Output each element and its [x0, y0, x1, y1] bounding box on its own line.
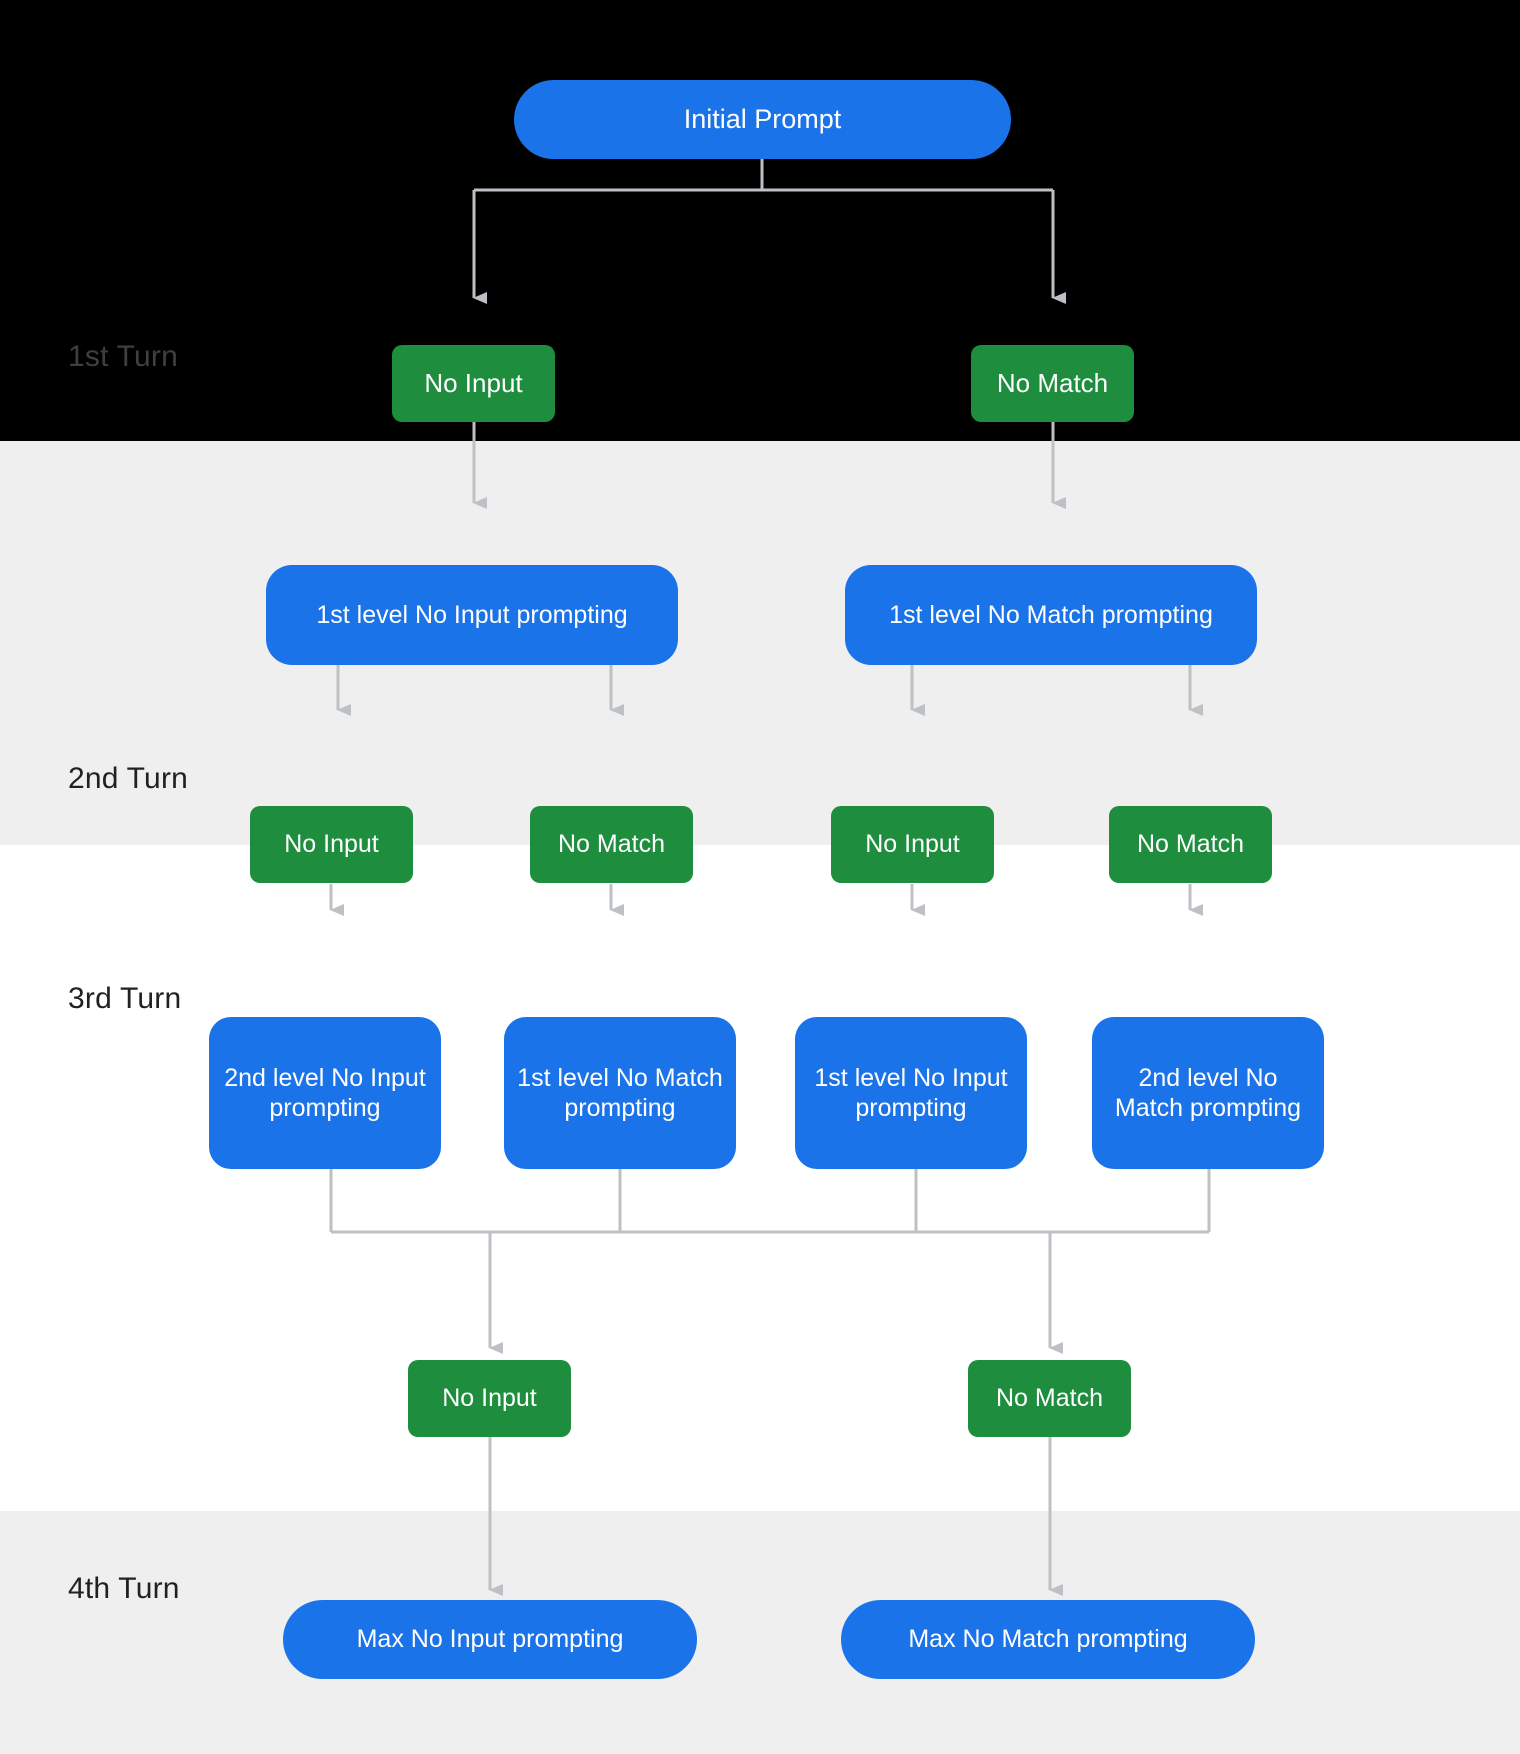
node-1st-turn-no-match[interactable]: No Match [971, 345, 1134, 422]
node-2nd-turn-prompt-no-match[interactable]: 1st level No Match prompting [845, 565, 1257, 665]
node-2nd-turn-prompt-no-input[interactable]: 1st level No Input prompting [266, 565, 678, 665]
node-4th-turn-max-no-match[interactable]: Max No Match prompting [841, 1600, 1255, 1679]
band-1st-turn [0, 0, 1520, 441]
node-3rd-turn-prompt-2[interactable]: 1st level No Match prompting [504, 1017, 736, 1169]
turn-label-2nd: 2nd Turn [68, 762, 189, 795]
band-2nd-turn [0, 441, 1520, 845]
node-1st-turn-no-input[interactable]: No Input [392, 345, 555, 422]
node-4th-turn-max-no-input[interactable]: Max No Input prompting [283, 1600, 697, 1679]
turn-label-3rd: 3rd Turn [68, 982, 182, 1015]
node-2nd-turn-no-match-a[interactable]: No Match [530, 806, 693, 883]
node-3rd-turn-no-input[interactable]: No Input [408, 1360, 571, 1437]
node-2nd-turn-no-match-b[interactable]: No Match [1109, 806, 1272, 883]
node-2nd-turn-no-input-a[interactable]: No Input [250, 806, 413, 883]
node-3rd-turn-prompt-1[interactable]: 2nd level No Input prompting [209, 1017, 441, 1169]
turn-label-4th: 4th Turn [68, 1572, 180, 1605]
node-initial-prompt[interactable]: Initial Prompt [514, 80, 1011, 159]
node-2nd-turn-no-input-b[interactable]: No Input [831, 806, 994, 883]
band-3rd-turn [0, 845, 1520, 1511]
node-3rd-turn-prompt-4[interactable]: 2nd level No Match prompting [1092, 1017, 1324, 1169]
turn-label-1st: 1st Turn [68, 340, 178, 373]
node-3rd-turn-prompt-3[interactable]: 1st level No Input prompting [795, 1017, 1027, 1169]
band-4th-turn [0, 1511, 1520, 1754]
node-3rd-turn-no-match[interactable]: No Match [968, 1360, 1131, 1437]
